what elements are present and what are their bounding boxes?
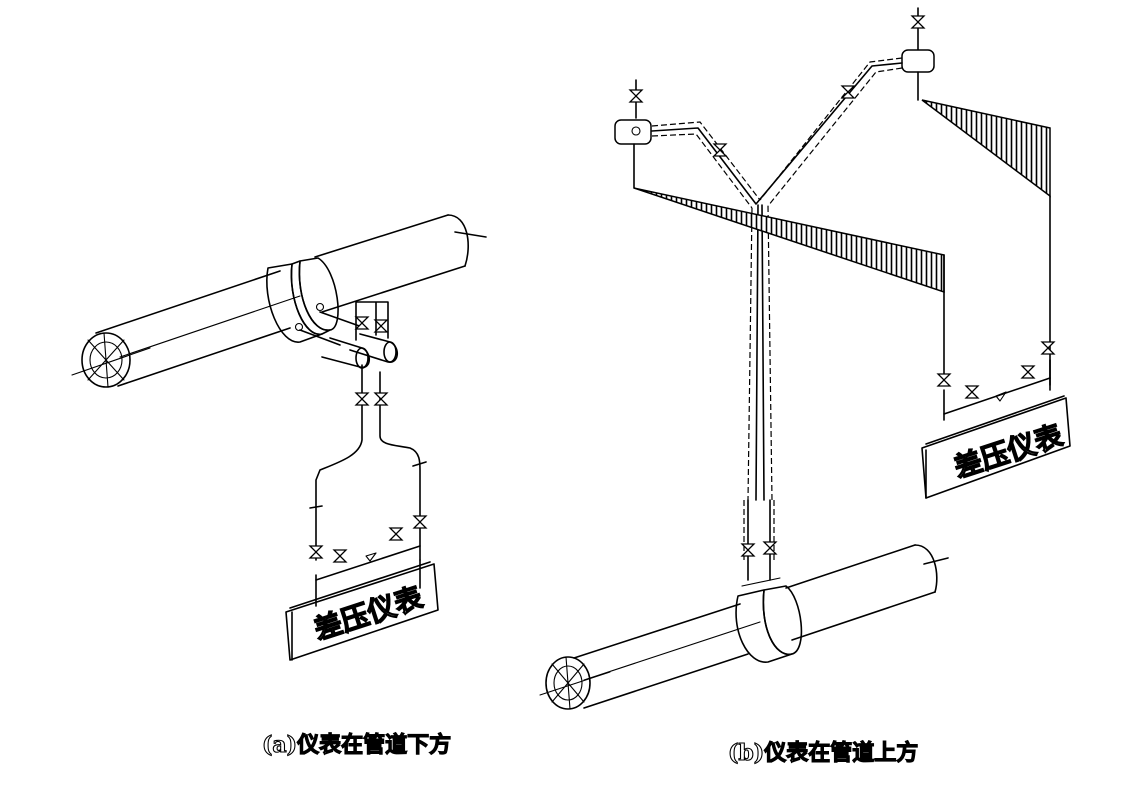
condenser-left-b (614, 79, 652, 189)
diagram-b: 差压仪表 (b)仪表在管道上方 (539, 7, 1071, 767)
impulse-lines-b (651, 57, 903, 581)
instrument-box-a: 差压仪表 (285, 561, 439, 661)
condenser-right-b (901, 7, 935, 101)
slope-wedge-right-b (921, 99, 1051, 386)
instrument-label-b: 差压仪表 (950, 419, 1067, 485)
manifold-b (937, 341, 1055, 421)
instrument-label-a: 差压仪表 (310, 581, 427, 647)
flange-a (266, 257, 339, 343)
main-pipe-a (71, 214, 487, 388)
diagram-a: 差压仪表 (a)仪表在管道下方 (71, 214, 487, 759)
condensers-a (299, 301, 427, 607)
slope-wedge-left-b (633, 187, 945, 386)
main-pipe-b (539, 544, 949, 710)
caption-a: (a)仪表在管道下方 (262, 732, 451, 758)
flange-b (735, 577, 803, 663)
caption-b: (b)仪表在管道上方 (728, 740, 918, 766)
